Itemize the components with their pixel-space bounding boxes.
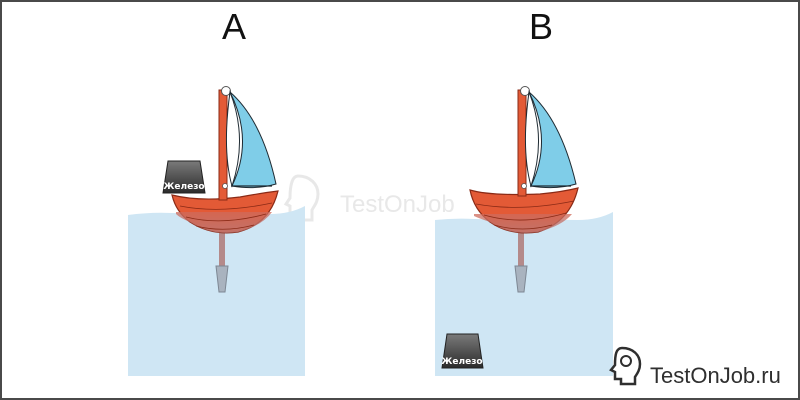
panel-b-hull [469,187,579,234]
brand-head-icon [609,346,642,386]
panel-b-label: B [528,6,553,47]
watermark-text: TestOnJob [340,191,455,218]
panel-b-water [435,212,613,376]
panel-a-sail [222,90,277,189]
panel-a-water [128,206,305,376]
watermark-logo-icon [283,174,320,222]
panel-b-keel [514,232,528,293]
watermark: TestOnJob [283,174,455,222]
panel-b-iron-block: Железо [441,333,484,369]
panel-a-iron-label: Железо [163,182,204,192]
panel-b-iron-label: Железо [441,357,482,367]
panel-a-iron-block: Железо [162,160,206,194]
panel-b: Железо [435,86,613,376]
brand-logo[interactable]: TestOnJob.ru [609,346,781,388]
panel-a-keel [215,232,229,293]
panel-b-sail [521,90,577,189]
panel-a-label: A [221,6,246,47]
brand-text: TestOnJob.ru [650,363,781,388]
panel-a-hull [171,190,279,234]
panel-a: Железо [128,86,305,376]
